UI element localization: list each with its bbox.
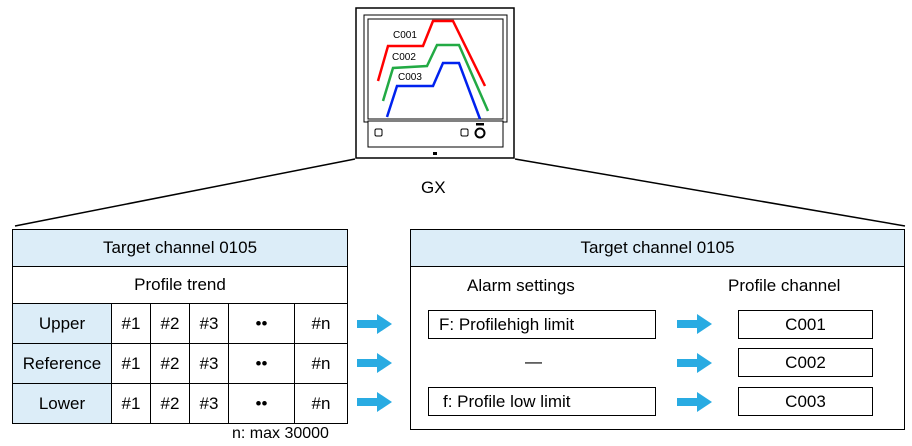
table-cell: #2 — [150, 343, 190, 384]
table-cell: #1 — [111, 343, 151, 384]
alarm-settings-header: Alarm settings — [467, 276, 575, 295]
row-label-upper: Upper — [12, 303, 112, 344]
arrow-icon — [357, 353, 392, 373]
trend-c003 — [385, 61, 482, 120]
table-cell: #3 — [189, 383, 229, 424]
row-label-reference: Reference — [12, 343, 112, 384]
alarm-low-limit: f: Profile low limit — [428, 387, 656, 416]
arrow-icon — [677, 314, 712, 334]
trend-c002 — [381, 43, 490, 112]
table-cell: #n — [294, 303, 348, 344]
table-cell: •• — [228, 303, 295, 344]
table-cell: #1 — [111, 383, 151, 424]
knob-icon — [474, 127, 486, 139]
table-cell: #3 — [189, 343, 229, 384]
left-table-subtitle: Profile trend — [12, 266, 348, 304]
profile-channel-header: Profile channel — [728, 276, 841, 295]
table-cell: #2 — [150, 383, 190, 424]
gx-device-illustration — [355, 7, 515, 159]
table-cell: #3 — [189, 303, 229, 344]
profile-channel-c002: C002 — [738, 348, 873, 377]
right-panel-title: Target channel 0105 — [410, 229, 905, 267]
table-cell: #n — [294, 383, 348, 424]
trend-label-c003: C003 — [398, 72, 422, 83]
trend-label-c001: C001 — [393, 30, 417, 41]
arrow-icon — [357, 314, 392, 334]
alarm-high-limit: F: Profilehigh limit — [428, 310, 656, 339]
table-cell: #1 — [111, 303, 151, 344]
table-cell: •• — [228, 343, 295, 384]
arrow-icon — [677, 392, 712, 412]
trend-c001 — [376, 19, 487, 87]
table-note: n: max 30000 — [232, 425, 329, 442]
gx-device: C001 C002 C003 — [355, 7, 515, 159]
table-cell: #n — [294, 343, 348, 384]
table-cell: •• — [228, 383, 295, 424]
device-name: GX — [421, 178, 446, 197]
table-cell: #2 — [150, 303, 190, 344]
arrow-icon — [357, 392, 392, 412]
left-table-title: Target channel 0105 — [12, 229, 348, 267]
profile-channel-c001: C001 — [738, 310, 873, 339]
alarm-none: — — [525, 352, 542, 371]
profile-channel-c003: C003 — [738, 387, 873, 416]
row-label-lower: Lower — [12, 383, 112, 424]
trend-label-c002: C002 — [392, 52, 416, 63]
arrow-icon — [677, 353, 712, 373]
